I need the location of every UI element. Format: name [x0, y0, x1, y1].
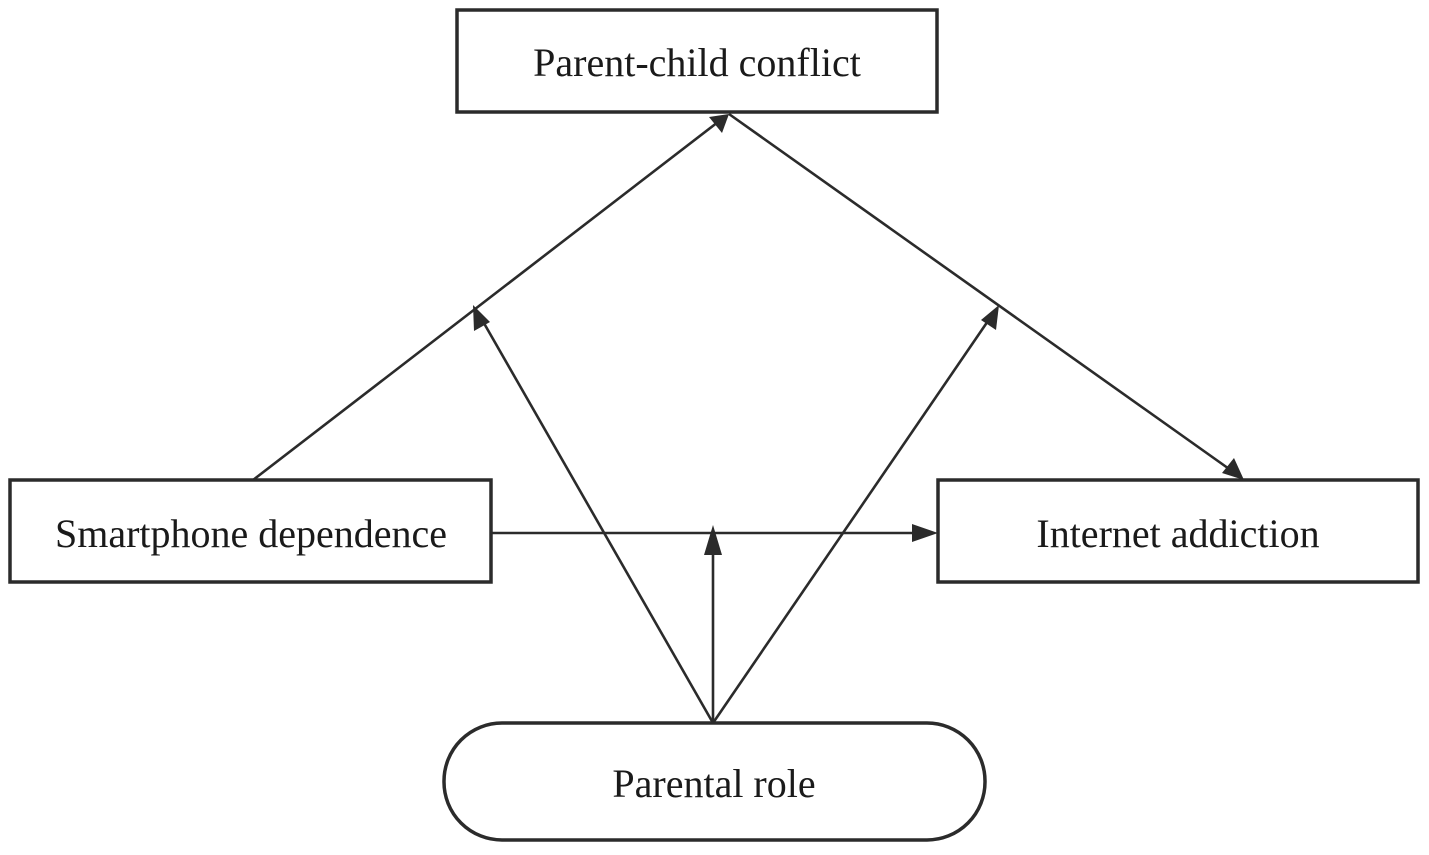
edge-conflict-to-internet: [728, 112, 1233, 473]
arrowhead-smartphone-to-conflict: [709, 114, 729, 133]
node-parental-role: Parental role: [442, 721, 987, 842]
node-label-parental-role: Parental role: [612, 761, 815, 806]
edge-smartphone-to-conflict: [252, 120, 719, 482]
node-smartphone-dependence: Smartphone dependence: [8, 478, 493, 584]
moderation-arrowhead-smartphone-conflict: [473, 305, 490, 331]
arrowhead-smartphone-to-internet: [912, 524, 938, 542]
node-label-parent-child-conflict: Parent-child conflict: [533, 40, 861, 85]
node-label-smartphone-dependence: Smartphone dependence: [55, 511, 447, 556]
node-label-internet-addiction: Internet addiction: [1036, 511, 1319, 556]
moderation-edge-to-conflict-internet: [711, 317, 992, 724]
node-internet-addiction: Internet addiction: [936, 478, 1420, 584]
arrowhead-conflict-to-internet: [1222, 458, 1244, 480]
moderation-arrowhead-smartphone-internet: [704, 525, 722, 555]
moderation-arrowhead-conflict-internet: [981, 305, 999, 330]
moderation-edge-to-smartphone-conflict: [479, 317, 715, 724]
node-parent-child-conflict: Parent-child conflict: [455, 8, 939, 114]
